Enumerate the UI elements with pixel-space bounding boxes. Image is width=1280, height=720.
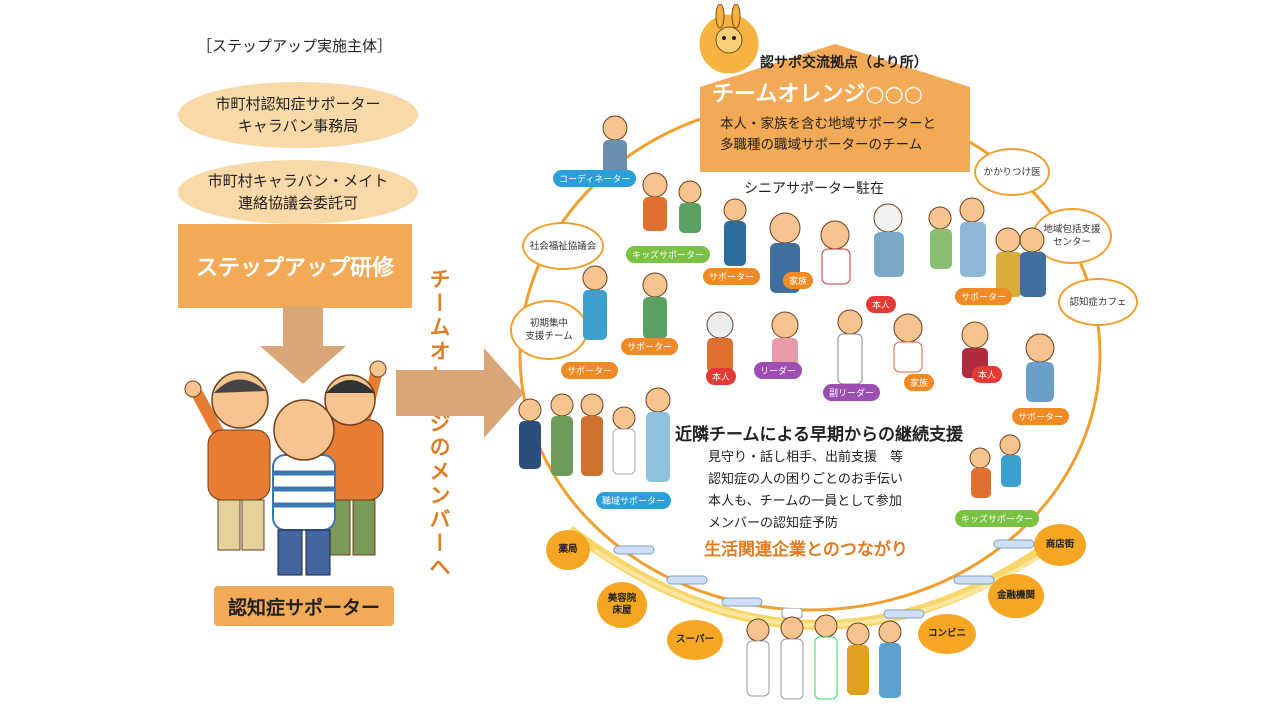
business-connection-title: 生活関連企業とのつながり bbox=[704, 540, 908, 560]
bubble-initial-support-team: 初期集中 支援チーム bbox=[510, 300, 588, 360]
handshake-icon bbox=[721, 597, 763, 607]
bubble-line: 地域包括支援 bbox=[1043, 224, 1101, 235]
handshake-icon bbox=[883, 609, 925, 619]
bubble-line: 支援チーム bbox=[525, 331, 573, 342]
bubble-social-welfare: 社会福祉協議会 bbox=[522, 222, 604, 270]
biz-supermarket: スーパー bbox=[667, 620, 723, 660]
bubble-line: 初期集中 bbox=[529, 318, 568, 329]
tag-workplace-supporter: 職域サポーター bbox=[596, 492, 672, 509]
tag-supporter: サポーター bbox=[703, 268, 761, 285]
bubble-line: センター bbox=[1052, 237, 1091, 248]
biz-convenience-store: コンビニ bbox=[918, 614, 976, 654]
org-oval-line: 市町村認知症サポーター bbox=[215, 95, 381, 113]
support-line: 見守り・話し相手、出前支援 等 bbox=[708, 450, 904, 465]
tag-leader: リーダー bbox=[754, 362, 803, 379]
biz-pharmacy: 薬局 bbox=[546, 530, 590, 570]
stepup-training-box: ステップアップ研修 bbox=[178, 224, 412, 308]
house-roof bbox=[700, 44, 970, 172]
senior-supporter-label: シニアサポーター駐在 bbox=[744, 181, 884, 197]
bubble-family-doctor: かかりつけ医 bbox=[974, 148, 1050, 196]
biz-line: 美容院 bbox=[607, 593, 637, 604]
vertical-caption: チームオレンジのメンバーへ bbox=[427, 268, 451, 580]
org-oval-mate-council: 市町村キャラバン・メイト 連絡協議会委託可 bbox=[178, 160, 418, 224]
supporter-group-illustration bbox=[184, 360, 387, 576]
people-illustration bbox=[518, 115, 1055, 498]
org-oval-caravan-office: 市町村認知症サポーター キャラバン事務局 bbox=[178, 82, 418, 148]
tag-supporter: サポーター bbox=[561, 362, 619, 379]
tag-kids-supporter: キッズサポーター bbox=[626, 246, 711, 263]
house-team-name: チームオレンジ○○○ bbox=[712, 82, 923, 107]
org-oval-line: 連絡協議会委託可 bbox=[237, 194, 358, 212]
support-title: 近隣チームによる早期からの継続支援 bbox=[675, 425, 963, 445]
handshake-icon bbox=[613, 545, 655, 555]
org-oval-line: キャラバン事務局 bbox=[237, 117, 359, 135]
tag-person: 本人 bbox=[972, 366, 1003, 383]
tag-person: 本人 bbox=[706, 368, 737, 385]
house-title: 認サポ交流拠点（より所） bbox=[760, 55, 928, 71]
handshake-icon bbox=[953, 575, 995, 585]
left-header: ［ステップアップ実施主体］ bbox=[197, 37, 393, 55]
biz-financial: 金融機関 bbox=[988, 574, 1044, 618]
biz-line: 床屋 bbox=[612, 605, 632, 616]
business-workers-illustration bbox=[746, 608, 902, 700]
biz-beauty-barber: 美容院 床屋 bbox=[597, 582, 647, 628]
handshake-icon bbox=[666, 575, 708, 585]
house-desc: 多職種の職域サポーターのチーム bbox=[720, 137, 923, 153]
tag-supporter: サポーター bbox=[955, 288, 1013, 305]
tag-kids-supporter: キッズサポーター bbox=[955, 510, 1040, 527]
right-arrow-icon bbox=[396, 348, 524, 438]
tag-family: 家族 bbox=[904, 374, 935, 391]
house-desc: 本人・家族を含む地域サポーターと bbox=[720, 116, 936, 132]
org-oval-line: 市町村キャラバン・メイト bbox=[207, 172, 389, 190]
support-line: メンバーの認知症予防 bbox=[708, 516, 839, 531]
support-line: 認知症の人の困りごとのお手伝い bbox=[708, 472, 903, 487]
dementia-supporter-box: 認知症サポーター bbox=[214, 586, 394, 626]
tag-subleader: 副リーダー bbox=[823, 384, 881, 401]
tag-supporter: サポーター bbox=[1012, 408, 1070, 425]
tag-coordinator: コーディネーター bbox=[553, 170, 637, 187]
biz-shopping-street: 商店街 bbox=[1034, 524, 1086, 566]
tag-family: 家族 bbox=[783, 272, 814, 289]
handshake-icon bbox=[993, 539, 1035, 549]
tag-supporter: サポーター bbox=[621, 338, 679, 355]
team-orange-logo-icon bbox=[696, 4, 762, 77]
support-line: 本人も、チームの一員として参加 bbox=[708, 494, 902, 509]
bubble-dementia-cafe: 認知症カフェ bbox=[1058, 278, 1138, 326]
tag-person: 本人 bbox=[866, 296, 897, 313]
down-arrow-icon bbox=[260, 306, 346, 384]
